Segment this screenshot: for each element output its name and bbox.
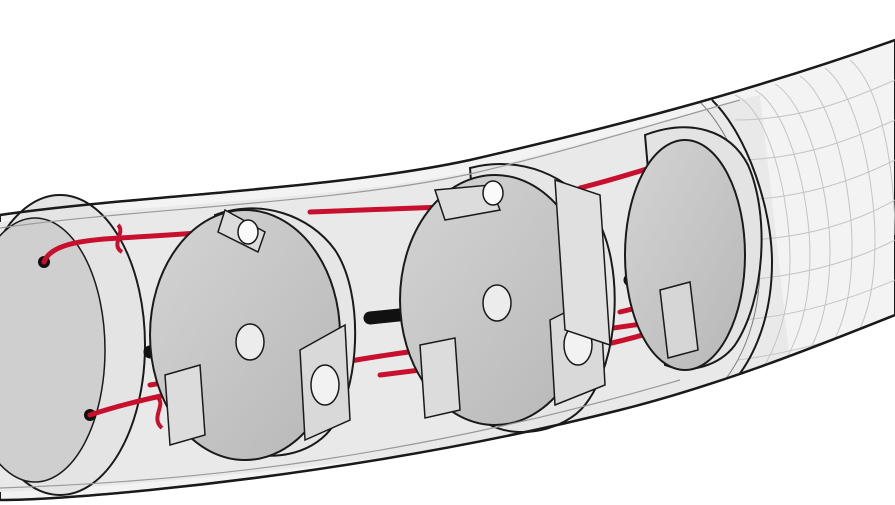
tube-outline [0, 38, 895, 217]
sheath-boundary [711, 99, 774, 396]
tube-highlight [0, 99, 741, 229]
vertebra-disc [624, 126, 763, 371]
cable-knot [155, 396, 164, 430]
vertebra-disc [399, 163, 616, 433]
tube-highlight [0, 379, 681, 489]
end-cap [0, 194, 146, 496]
tube-outline [0, 313, 895, 502]
cable-knot [115, 223, 124, 254]
vertebra-disc [149, 207, 357, 461]
